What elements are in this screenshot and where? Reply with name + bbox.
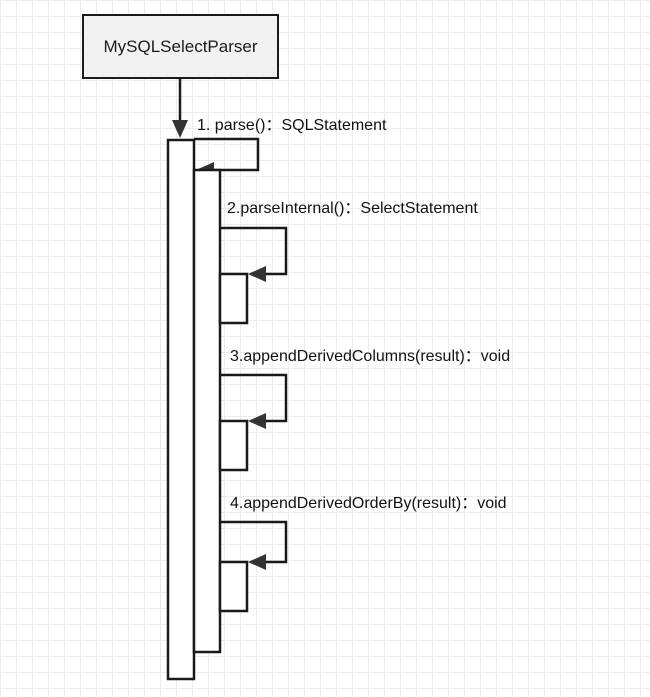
participant-mysqlselectparser[interactable]: MySQLSelectParser bbox=[82, 14, 279, 79]
message-1-line bbox=[194, 137, 260, 172]
activation-bar-parse bbox=[192, 168, 222, 654]
message-3-line bbox=[220, 373, 288, 423]
message-4-label: 4.appendDerivedOrderBy(result)：void bbox=[230, 495, 507, 512]
message-4: 4.appendDerivedOrderBy(result)：void bbox=[218, 495, 507, 613]
activation-bar-append-derived-columns bbox=[218, 419, 249, 472]
activation-bar-main bbox=[166, 138, 196, 681]
message-1-label: 1. parse()：SQLStatement bbox=[197, 117, 387, 134]
message-1: 1. parse()：SQLStatement bbox=[194, 117, 387, 178]
lifeline-arrow-head bbox=[172, 120, 188, 138]
message-3: 3.appendDerivedColumns(result)：void bbox=[218, 348, 510, 472]
participant-label: MySQLSelectParser bbox=[104, 37, 258, 56]
message-4-arrow-head bbox=[248, 554, 266, 570]
activation-bar-append-derived-order-by bbox=[218, 560, 249, 613]
message-2-arrow-head bbox=[248, 266, 266, 282]
message-3-label: 3.appendDerivedColumns(result)：void bbox=[230, 348, 510, 365]
message-2: 2.parseInternal()：SelectStatement bbox=[218, 200, 478, 325]
message-2-line bbox=[220, 226, 288, 276]
message-4-line bbox=[220, 520, 288, 564]
message-3-arrow-head bbox=[248, 413, 266, 429]
activation-bar-parse-internal bbox=[218, 272, 249, 325]
message-2-label: 2.parseInternal()：SelectStatement bbox=[227, 200, 478, 217]
participant-box bbox=[82, 14, 279, 79]
